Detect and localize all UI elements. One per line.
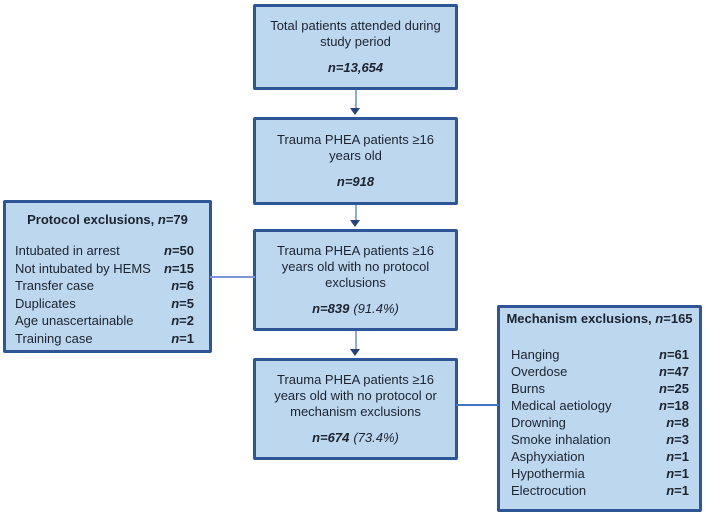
exclusion-label: Overdose — [511, 364, 568, 379]
mechanism-exclusions-title: Mechanism exclusions, n=165 — [506, 311, 693, 326]
exclusion-label: Smoke inhalation — [511, 432, 611, 447]
flow-box-no-protocol-exclusions: Trauma PHEA patients ≥16 years old with … — [253, 229, 458, 331]
down-arrow-stem — [355, 90, 357, 109]
mechanism-exclusions-list: Hanging n=61 Overdose n=47 Burns n=25 Me… — [500, 346, 699, 499]
exclusion-label: Duplicates — [15, 295, 76, 311]
exclusion-count: n=1 — [666, 483, 689, 498]
exclusion-count: n=3 — [666, 432, 689, 447]
box-text: Trauma PHEA patients ≥16 years old with … — [274, 372, 437, 419]
box-n-value: n=839(91.4%) — [312, 301, 399, 316]
exclusion-label: Asphyxiation — [511, 449, 585, 464]
exclusion-count: n=1 — [666, 449, 689, 464]
exclusion-row: Hanging n=61 — [511, 346, 689, 363]
exclusion-count: n=1 — [666, 466, 689, 481]
exclusion-label: Hanging — [511, 347, 560, 362]
down-arrow-icon — [350, 349, 360, 356]
flow-box-total-patients: Total patients attended during study per… — [253, 4, 458, 90]
exclusion-count: n=2 — [171, 313, 194, 328]
box-n-value: n=674(73.4%) — [312, 430, 399, 445]
box-text: Total patients attended during study per… — [270, 18, 441, 49]
exclusion-label: Medical aetiology — [511, 398, 612, 413]
exclusion-count: n=50 — [163, 243, 194, 258]
exclusion-label: Transfer case — [15, 278, 94, 293]
exclusion-row: Age unascertainable n=2 — [15, 312, 194, 330]
flow-box-trauma-phea: Trauma PHEA patients ≥16 years old n=918 — [253, 117, 458, 205]
protocol-exclusions-box: Protocol exclusions, n=79 Intubated in a… — [3, 200, 212, 353]
connector-line-protocol — [210, 276, 255, 278]
exclusion-row: Hypothermia n=1 — [511, 465, 689, 482]
exclusion-row: Training case n=1 — [15, 330, 194, 348]
exclusion-count: n=61 — [658, 347, 689, 362]
exclusion-row: Electrocution n=1 — [511, 482, 689, 499]
exclusion-count: n=47 — [658, 364, 689, 379]
protocol-exclusions-title: Protocol exclusions, n=79 — [27, 212, 188, 227]
exclusion-count: n=15 — [163, 260, 194, 276]
box-n-value: n=13,654 — [327, 60, 384, 75]
box-text: Trauma PHEA patients ≥16 years old — [277, 132, 434, 163]
exclusion-row: Medical aetiology n=18 — [511, 397, 689, 414]
exclusion-row: Transfer case n=6 — [15, 277, 194, 295]
flow-box-no-protocol-or-mechanism-exclusions: Trauma PHEA patients ≥16 years old with … — [253, 358, 458, 460]
exclusion-label: Intubated in arrest — [15, 243, 120, 258]
box-text: Trauma PHEA patients ≥16 years old with … — [277, 243, 434, 290]
down-arrow-stem — [355, 331, 357, 350]
exclusion-count: n=1 — [171, 330, 194, 346]
exclusion-label: Electrocution — [511, 483, 587, 498]
exclusion-row: Asphyxiation n=1 — [511, 448, 689, 465]
down-arrow-icon — [350, 108, 360, 115]
exclusion-count: n=8 — [666, 415, 689, 430]
exclusion-row: Intubated in arrest n=50 — [15, 242, 194, 260]
exclusion-count: n=25 — [658, 381, 689, 396]
down-arrow-stem — [355, 205, 357, 221]
exclusion-count: n=5 — [171, 295, 194, 311]
exclusion-label: Not intubated by HEMS — [15, 260, 151, 276]
exclusion-label: Age unascertainable — [15, 313, 134, 328]
protocol-exclusions-list: Intubated in arrest n=50 Not intubated b… — [6, 242, 209, 347]
down-arrow-icon — [350, 220, 360, 227]
exclusion-count: n=18 — [658, 398, 689, 413]
exclusion-label: Hypothermia — [511, 466, 585, 481]
exclusion-label: Drowning — [511, 415, 566, 430]
exclusion-row: Overdose n=47 — [511, 363, 689, 380]
box-n-value: n=918 — [336, 174, 375, 189]
exclusion-row: Burns n=25 — [511, 380, 689, 397]
exclusion-row: Not intubated by HEMS n=15 — [15, 260, 194, 278]
exclusion-row: Duplicates n=5 — [15, 295, 194, 313]
connector-line-mechanism — [456, 404, 499, 406]
exclusion-count: n=6 — [171, 278, 194, 293]
exclusion-label: Training case — [15, 330, 93, 346]
exclusion-row: Drowning n=8 — [511, 414, 689, 431]
exclusion-row: Smoke inhalation n=3 — [511, 431, 689, 448]
exclusion-label: Burns — [511, 381, 545, 396]
mechanism-exclusions-box: Mechanism exclusions, n=165 Hanging n=61… — [497, 305, 702, 512]
